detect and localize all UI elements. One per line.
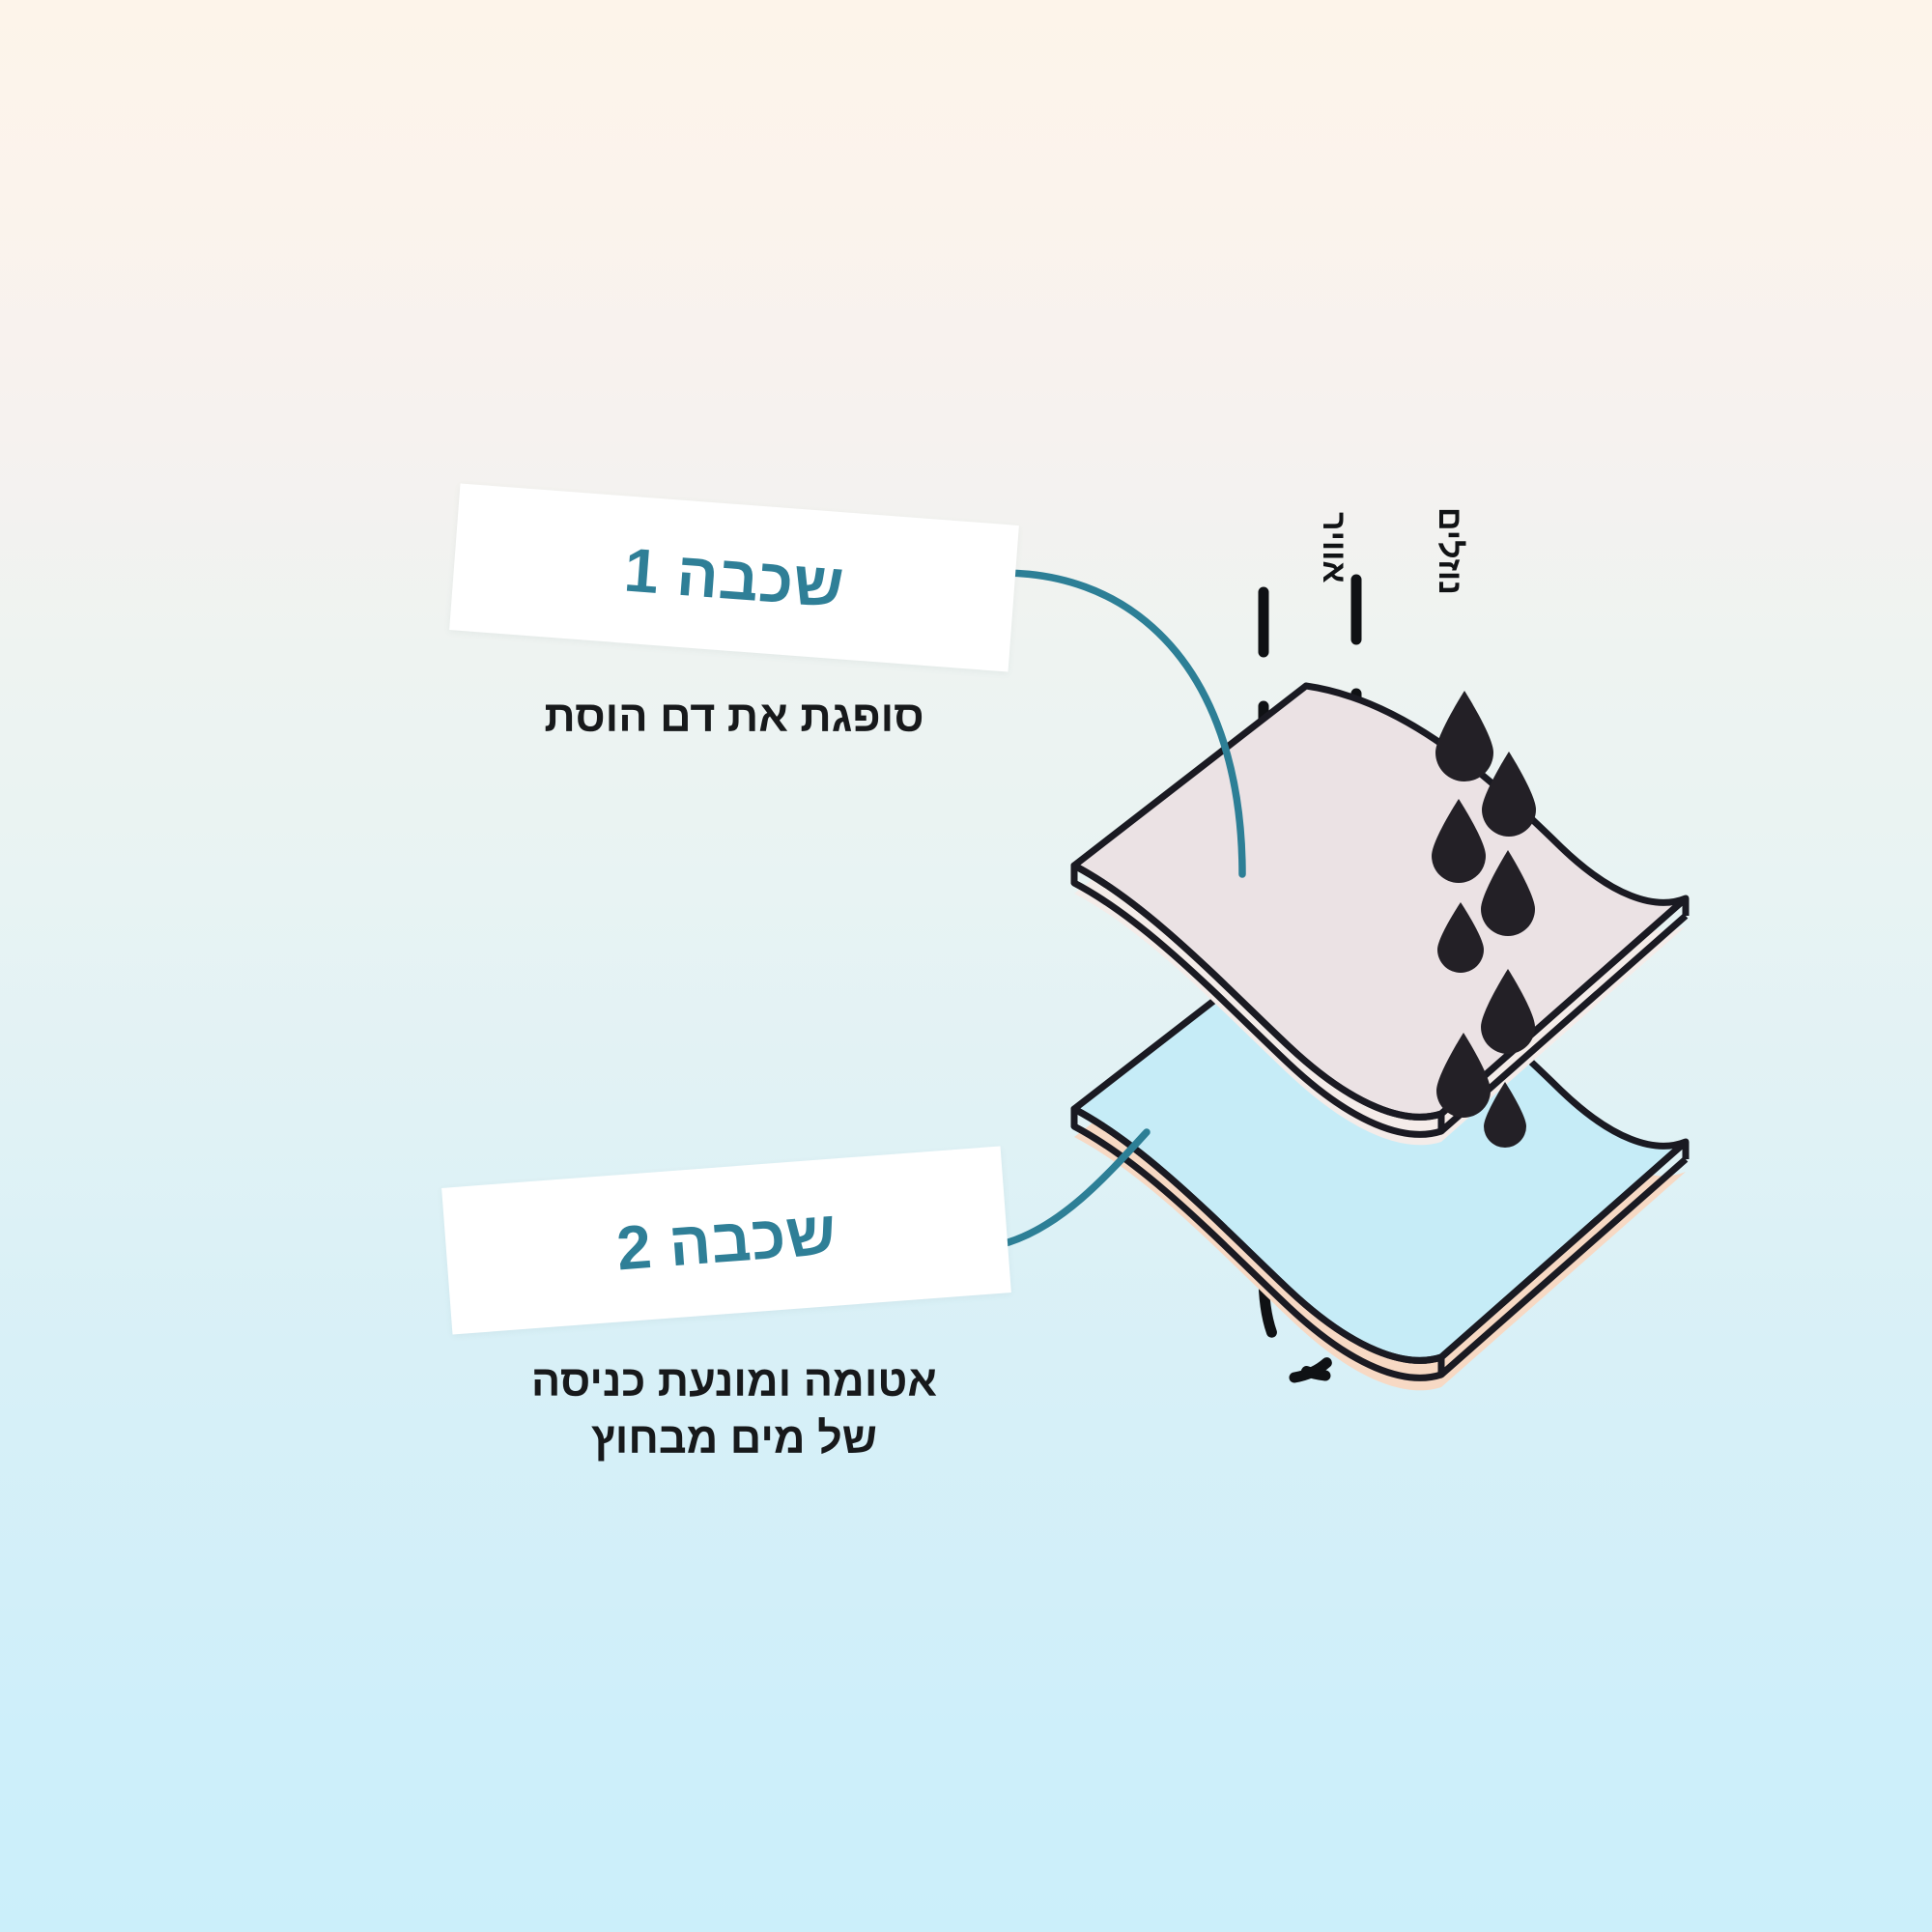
droplet <box>1436 1033 1491 1118</box>
layer-2-title: שכבה 2 <box>613 1197 839 1284</box>
layer-1-title: שכבה 1 <box>621 534 847 621</box>
vertical-label-liquids: נוזלים <box>1432 507 1468 595</box>
droplet <box>1435 691 1493 781</box>
droplet <box>1481 850 1535 936</box>
droplet <box>1481 969 1535 1054</box>
droplet <box>1432 799 1486 883</box>
droplet <box>1437 902 1484 973</box>
vertical-label-air: אוויר <box>1316 512 1352 583</box>
liquid-droplets <box>1432 691 1536 1148</box>
layer-2-subtitle: אטומה ומונעת כניסה של מים מבחוץ <box>530 1356 938 1463</box>
droplet <box>1482 752 1536 837</box>
droplet <box>1484 1082 1526 1148</box>
layer-1-subtitle: סופגת את דם הוסת <box>544 692 924 741</box>
